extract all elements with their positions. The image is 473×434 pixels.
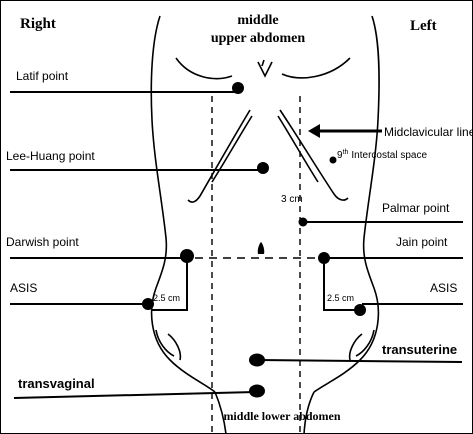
- palmar-point-label: Palmar point: [382, 201, 450, 215]
- transuterine-dot: [249, 354, 265, 367]
- lee-huang-point-dot: [257, 162, 269, 174]
- costal-inner-right: [212, 116, 252, 182]
- costal-margin-right: [188, 110, 250, 202]
- latif-point-dot: [232, 82, 244, 94]
- ninth-intercostal-text: Intercostal space: [351, 150, 427, 161]
- transvaginal-label: transvaginal: [18, 376, 95, 391]
- asis-right-label: ASIS: [10, 281, 37, 295]
- jain-point-dot: [318, 252, 330, 264]
- right-side-label: Right: [20, 16, 56, 32]
- three-cm-label: 3 cm: [281, 194, 303, 205]
- umbilicus-mark: [258, 242, 265, 254]
- upper-center-label-line1: middle: [237, 13, 278, 28]
- jain-point-label: Jain point: [396, 235, 448, 249]
- ninth-intercostal-superscript: th: [343, 149, 349, 156]
- transvaginal-dot: [249, 385, 265, 398]
- bracket-left: [324, 264, 356, 310]
- darwish-point-label: Darwish point: [6, 235, 79, 249]
- transuterine-pointer-line: [258, 360, 462, 362]
- torso-right-edge: [151, 16, 215, 392]
- upper-center-label-line2: upper abdomen: [211, 31, 305, 46]
- left-side-label: Left: [410, 18, 437, 34]
- chest-curve-right: [176, 58, 232, 79]
- torso-left-edge: [314, 16, 379, 392]
- transvaginal-pointer-line: [14, 392, 256, 398]
- latif-point-label: Latif point: [16, 69, 69, 83]
- asis-left-dot: [354, 304, 366, 316]
- midclavicular-line-label: Midclavicular line: [384, 125, 473, 139]
- hip-inner-right: [168, 334, 180, 360]
- chest-curve-left: [282, 58, 350, 78]
- two-five-cm-left-label: 2.5 cm: [327, 293, 354, 303]
- transuterine-label: transuterine: [382, 342, 457, 357]
- ninth-intercostal-dot: [330, 157, 337, 164]
- sternum-notch: [258, 62, 272, 76]
- lee-huang-point-label: Lee-Huang point: [6, 149, 95, 163]
- two-five-cm-right-label: 2.5 cm: [153, 293, 180, 303]
- darwish-point-dot: [180, 249, 194, 263]
- sternum-tick: [262, 60, 264, 66]
- costal-inner-left: [278, 116, 318, 182]
- lower-center-label: middle lower abdomen: [223, 409, 340, 423]
- asis-left-label: ASIS: [430, 281, 457, 295]
- midclavicular-arrow-head: [308, 124, 320, 138]
- torso-outline: [151, 16, 379, 434]
- palmar-point-dot: [299, 218, 308, 227]
- hip-inner-left: [350, 334, 362, 360]
